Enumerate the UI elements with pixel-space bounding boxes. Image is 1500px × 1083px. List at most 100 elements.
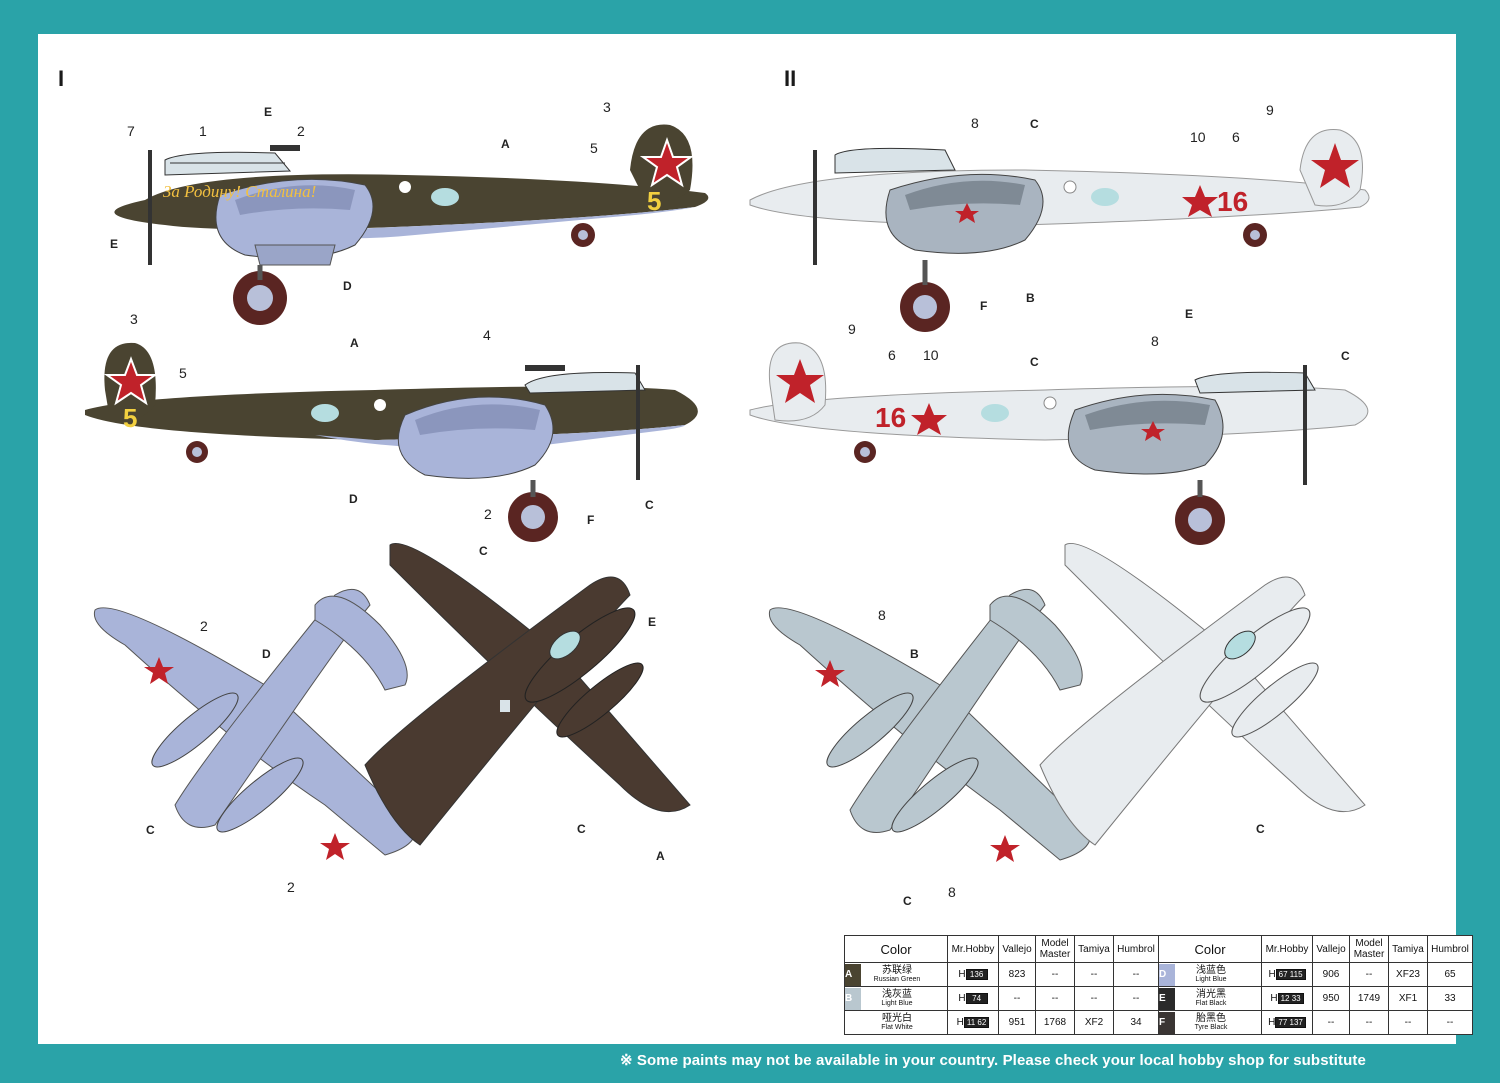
color-swatch: E — [1159, 987, 1175, 1010]
callout-letter: C — [645, 498, 654, 512]
callout-letter: C — [146, 823, 155, 837]
callout-number: 7 — [127, 123, 135, 139]
callout-letter: B — [910, 647, 919, 661]
scheme2-top-view — [1039, 542, 1366, 846]
callout-letter: E — [1185, 307, 1194, 321]
model-master-code: -- — [1035, 986, 1075, 1011]
table-header-row: Color Mr.Hobby Vallejo Model Master Tami… — [844, 935, 1473, 963]
mr-hobby-number: 77 137 — [1275, 1017, 1306, 1028]
header-humbrol: Humbrol — [1113, 935, 1159, 963]
model-master-code: 1768 — [1035, 1010, 1075, 1035]
color-name-en: Flat Black — [1195, 1000, 1227, 1008]
header-model-master: Model Master — [1035, 935, 1075, 963]
callout-letter: D — [349, 492, 358, 506]
header-color: Color — [1158, 935, 1262, 963]
color-name-cn: 浅蓝色 — [1196, 964, 1226, 976]
footnote: ※ Some paints may not be available in yo… — [620, 1052, 1366, 1069]
fuselage-number: 16 — [875, 402, 906, 433]
tamiya-code: XF2 — [1074, 1010, 1114, 1035]
color-name-en: Light Blue — [1195, 976, 1227, 984]
mr-hobby-prefix: H — [956, 1017, 964, 1028]
callout-letter: E — [110, 237, 119, 251]
callout-number: 5 — [179, 365, 187, 381]
color-swatch: B — [845, 987, 861, 1010]
color-name-cn: 消光黑 — [1196, 988, 1226, 1000]
tail-number: 5 — [123, 403, 137, 433]
vallejo-code: 951 — [998, 1010, 1036, 1035]
color-name-cn: 胎黑色 — [1196, 1012, 1226, 1024]
humbrol-code: 33 — [1427, 986, 1473, 1011]
callout-number: 3 — [130, 311, 138, 327]
header-tamiya: Tamiya — [1388, 935, 1428, 963]
callout-number: 4 — [483, 327, 491, 343]
model-master-code: 1749 — [1349, 986, 1389, 1011]
model-master-code: -- — [1035, 962, 1075, 987]
callout-number: 9 — [1266, 102, 1274, 118]
callout-letter: D — [262, 647, 271, 661]
tamiya-code: -- — [1074, 962, 1114, 987]
vallejo-code: 823 — [998, 962, 1036, 987]
model-master-code: -- — [1349, 1010, 1389, 1035]
mr-hobby-prefix: H — [1270, 993, 1278, 1004]
humbrol-code: 34 — [1113, 1010, 1159, 1035]
scheme2-underside-view — [768, 588, 1092, 862]
tamiya-code: -- — [1388, 1010, 1428, 1035]
callout-letter: A — [501, 137, 510, 151]
mr-hobby-prefix: H — [1268, 1017, 1276, 1028]
tamiya-code: -- — [1074, 986, 1114, 1011]
header-tamiya: Tamiya — [1074, 935, 1114, 963]
humbrol-code: -- — [1427, 1010, 1473, 1035]
header-mr-hobby: Mr.Hobby — [947, 935, 999, 963]
scheme-label-2: II — [784, 66, 797, 91]
color-swatch: C — [845, 1011, 861, 1034]
callout-number: 3 — [603, 99, 611, 115]
nose-inscription: За Родину! Сталина! — [163, 182, 316, 201]
callout-number: 1 — [199, 123, 207, 139]
header-color: Color — [844, 935, 948, 963]
mr-hobby-number: 11 62 — [963, 1017, 990, 1028]
header-mr-hobby: Mr.Hobby — [1261, 935, 1313, 963]
callout-letter: B — [1026, 291, 1035, 305]
callout-number: 6 — [1232, 129, 1240, 145]
color-swatch: A — [845, 963, 861, 986]
color-name-en: Flat White — [881, 1024, 913, 1032]
callout-letter: C — [1256, 822, 1265, 836]
color-name-en: Light Blue — [881, 1000, 913, 1008]
mr-hobby-number: 74 — [965, 993, 988, 1004]
tamiya-code: XF1 — [1388, 986, 1428, 1011]
callout-letter: D — [343, 279, 352, 293]
header-humbrol: Humbrol — [1427, 935, 1473, 963]
callout-letter: C — [1341, 349, 1350, 363]
scheme1-side-view-left: За Родину! Сталина! 5 — [114, 124, 709, 325]
humbrol-code: 65 — [1427, 962, 1473, 987]
tamiya-code: XF23 — [1388, 962, 1428, 987]
callout-letter: A — [350, 336, 359, 350]
scheme1-side-view-right: 5 — [85, 342, 698, 542]
vallejo-code: 950 — [1312, 986, 1350, 1011]
scheme1-underside-view — [93, 588, 417, 860]
color-name-cn: 哑光白 — [882, 1012, 912, 1024]
callout-number: 6 — [888, 347, 896, 363]
color-name-en: Russian Green — [873, 976, 921, 984]
color-swatch: F — [1159, 1011, 1175, 1034]
callout-letter: E — [648, 615, 657, 629]
callout-number: 2 — [484, 506, 492, 522]
callout-letter: E — [264, 105, 273, 119]
callout-number: 10 — [923, 347, 939, 363]
